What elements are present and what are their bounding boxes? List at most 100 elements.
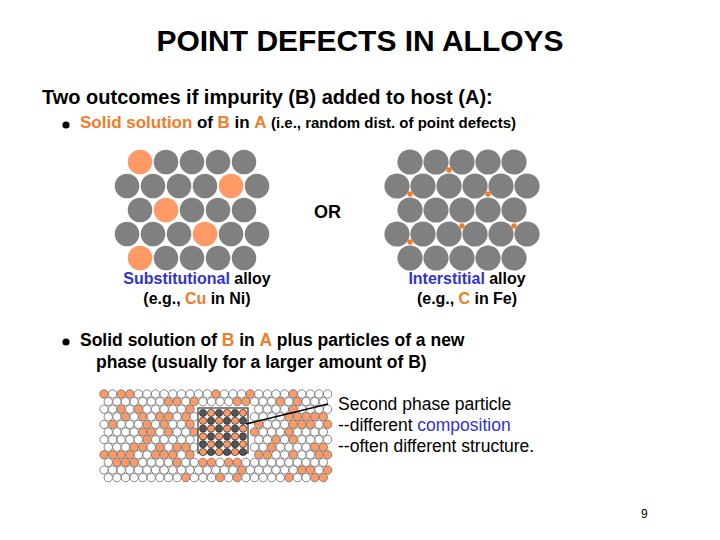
atom [245,222,270,247]
particle-atom [199,441,206,448]
atom [263,451,271,459]
atom [147,397,155,405]
slide-title: POINT DEFECTS IN ALLOYS [0,24,720,58]
atom [207,473,215,481]
atom [255,405,263,413]
alloy-caption-line: (e.g.,Cin Fe) [417,290,517,308]
alloy-caption-line: Substitutionalalloy [123,270,270,288]
callout-text: --different [338,415,413,436]
atom [233,397,241,405]
atom [100,466,108,474]
atom [285,458,293,466]
or-label-line: OR [314,202,341,223]
particle-atom [199,409,206,416]
atom [177,390,185,398]
atom [177,451,185,459]
atom [280,420,288,428]
particle-atom [231,433,238,440]
interstitial-atom [459,223,464,228]
atom [397,245,422,270]
particle-atom [231,417,238,424]
leader-line [246,404,328,424]
atom [302,428,310,436]
atom [488,221,513,246]
particle-atom [223,441,230,448]
atom [289,466,297,474]
atom [169,390,177,398]
atom [323,405,331,413]
atom [199,458,207,466]
atom [199,397,207,405]
atom [130,397,138,405]
atom [156,443,164,451]
atom [126,390,134,398]
atom [154,246,179,271]
atom [134,466,142,474]
atom [190,443,198,451]
callout-text-line: Second phase particle [338,394,511,415]
bullet-text: Solid solution of [80,330,217,351]
atom [121,428,129,436]
callout-text-line: --often different structure. [338,436,534,457]
atom [180,246,205,271]
atom [115,222,140,247]
second-phase-lattice [100,390,332,482]
atom [130,443,138,451]
bullet-text: (i.e., random dist. of point defects) [271,114,516,131]
atom [104,443,112,451]
atom [462,173,487,198]
atom [276,397,284,405]
atom [250,458,258,466]
atom [182,397,190,405]
atom [126,435,134,443]
bullet-text-line: Solid solutionofBinA(i.e., random dist. … [80,113,516,133]
atom [180,198,205,223]
atom [134,420,142,428]
atom [237,390,245,398]
atom [272,390,280,398]
atom [117,390,125,398]
atom [100,405,108,413]
atom [298,420,306,428]
atom [151,451,159,459]
atom [289,390,297,398]
atom [268,428,276,436]
atom [315,466,323,474]
atom [199,473,207,481]
atom [128,150,153,175]
atom [147,428,155,436]
atom [173,473,181,481]
atom [154,150,179,175]
atom [289,435,297,443]
bullet-text: A [259,330,272,351]
atom [108,390,116,398]
alloy-caption: Substitutional [123,270,230,288]
atom [245,174,270,199]
alloy-caption: (e.g., [417,290,454,308]
atom [164,458,172,466]
atom [302,473,310,481]
atom [233,458,241,466]
bullet-dot [62,338,69,345]
particle-atom [239,433,246,440]
bullet-text: phase (usually for a larger amount of B) [96,352,427,373]
atom [130,413,138,421]
interstitial-atom [511,223,516,228]
atom [117,405,125,413]
atom [232,246,257,271]
atom [117,435,125,443]
bullet-text: in [234,113,249,133]
atom [186,466,194,474]
atom [323,451,331,459]
atom [186,451,194,459]
atom [397,197,422,222]
bullet-text: of [197,113,213,133]
page-number: 9 [641,507,648,521]
atom [130,473,138,481]
atom [323,435,331,443]
atom [151,420,159,428]
atom [276,473,284,481]
atom [250,413,258,421]
particle-atom [231,425,238,432]
atom [154,198,179,223]
